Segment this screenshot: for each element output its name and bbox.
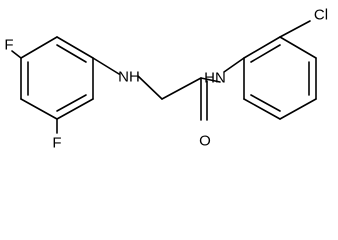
bond-ring-right-4 bbox=[279, 98, 317, 120]
bond-fluorine-top bbox=[11, 50, 22, 59]
bond-ring-left-1 bbox=[56, 36, 94, 59]
bond-hn-to-ring bbox=[223, 57, 245, 73]
bond-ring-left-double-2 bbox=[56, 94, 87, 112]
bond-ring-right-2 bbox=[279, 36, 317, 59]
bond-nh-to-ch2 bbox=[137, 75, 163, 100]
atom-label-chlorine: Cl bbox=[314, 7, 328, 24]
bond-ring-to-nh bbox=[92, 57, 120, 75]
molecule-drawing: F F NH HN O Cl bbox=[4, 7, 328, 152]
atom-label-amide: HN bbox=[204, 70, 226, 87]
bond-ring-left-3 bbox=[56, 98, 94, 120]
bond-ring-left-6 bbox=[20, 36, 58, 59]
chlorophenyl-ring bbox=[243, 36, 317, 120]
bond-ch2-to-carbonyl bbox=[161, 77, 202, 100]
chemical-structure: F F NH HN O Cl bbox=[4, 7, 328, 152]
bond-ring-right-double-1 bbox=[250, 44, 281, 63]
bond-carbonyl-to-hn bbox=[200, 77, 221, 83]
difluorophenyl-ring bbox=[20, 36, 94, 120]
bond-chlorine bbox=[279, 20, 311, 38]
atom-label-amine: NH bbox=[118, 69, 140, 86]
atom-label-fluorine-bottom: F bbox=[52, 135, 61, 152]
bond-ring-left-double-1 bbox=[56, 44, 87, 63]
bond-ring-right-1 bbox=[243, 36, 281, 59]
bond-ring-right-double-3 bbox=[250, 94, 281, 112]
atom-label-oxygen: O bbox=[199, 133, 211, 150]
bond-ring-right-5 bbox=[243, 98, 281, 120]
bond-ring-left-4 bbox=[20, 98, 58, 120]
atom-label-fluorine-top: F bbox=[4, 37, 13, 54]
